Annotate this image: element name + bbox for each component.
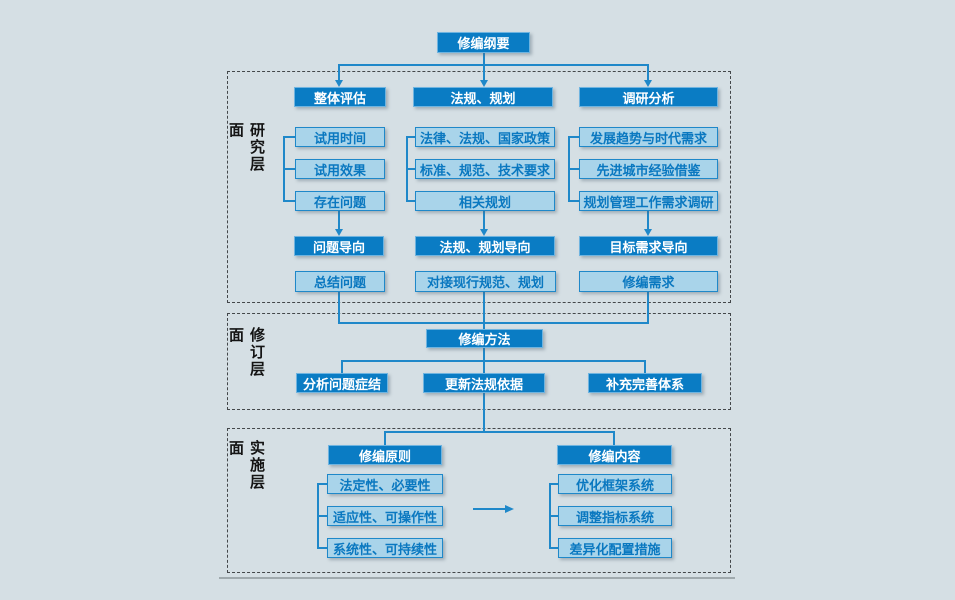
connector-line: [384, 431, 386, 446]
node-revision-method: 修编方法: [426, 329, 543, 348]
node-revision-principles: 修编原则: [328, 445, 442, 465]
node-improve-system: 补充完善体系: [588, 373, 702, 393]
connector-line: [338, 211, 340, 229]
connector-line: [338, 64, 340, 80]
node-regulations-planning: 法规、规划: [413, 87, 553, 107]
node-summarize-problems: 总结问题: [295, 271, 385, 292]
connector-line: [283, 136, 295, 138]
connector-line: [549, 547, 558, 549]
connector-line: [647, 211, 649, 229]
connector-line: [568, 200, 580, 202]
node-optimize-framework: 优化框架系统: [558, 474, 672, 494]
connector-line: [483, 53, 485, 64]
arrow-down-icon: [480, 80, 488, 87]
connector-line: [317, 547, 327, 549]
node-update-legal-basis: 更新法规依据: [423, 373, 545, 393]
connector-line: [613, 431, 615, 446]
section-label-implementation: 实施层面: [227, 440, 266, 491]
connector-line: [647, 64, 649, 80]
connector-line: [406, 168, 416, 170]
node-adjust-indicators: 调整指标系统: [558, 506, 672, 526]
node-laws-policies: 法律、法规、国家政策: [415, 127, 555, 147]
connector-line: [549, 515, 558, 517]
connector-line: [644, 360, 646, 373]
connector-line: [483, 211, 485, 229]
connector-line: [317, 515, 327, 517]
connector-line: [338, 292, 340, 322]
connector-line: [647, 292, 649, 322]
node-city-experience: 先进城市经验借鉴: [579, 159, 718, 179]
arrow-down-icon: [644, 229, 652, 236]
connector-line: [483, 292, 485, 322]
section-revision-level: [227, 313, 731, 410]
connector-line: [483, 360, 485, 373]
connector-line: [317, 483, 327, 485]
arrow-down-icon: [335, 80, 343, 87]
connector-line: [384, 431, 615, 433]
connector-line: [406, 136, 416, 138]
node-regulation-oriented: 法规、规划导向: [415, 236, 555, 256]
connector-line: [483, 393, 485, 431]
connector-line: [283, 200, 295, 202]
node-management-research: 规划管理工作需求调研: [579, 191, 718, 211]
node-differentiated-measures: 差异化配置措施: [558, 538, 672, 558]
node-existing-problems: 存在问题: [295, 191, 385, 211]
connector-line: [568, 168, 580, 170]
node-development-trends: 发展趋势与时代需求: [579, 127, 718, 147]
connector-line: [283, 168, 295, 170]
section-implementation-level: [227, 428, 731, 573]
node-analyze-problems: 分析问题症结: [296, 373, 388, 393]
arrow-right-icon: [505, 505, 514, 513]
arrow-down-icon: [335, 229, 343, 236]
arrow-down-icon: [644, 80, 652, 87]
connector-line: [483, 64, 485, 80]
connector-line: [341, 360, 343, 373]
connector-line: [338, 64, 649, 66]
bottom-shadow-line: [219, 577, 735, 579]
section-label-revision: 修订层面: [227, 327, 266, 378]
node-revision-content: 修编内容: [557, 445, 672, 465]
node-revision-outline: 修编纲要: [437, 32, 530, 53]
node-systematic-sustainable: 系统性、可持续性: [327, 538, 443, 558]
node-standards-requirements: 标准、规范、技术要求: [415, 159, 555, 179]
node-research-analysis: 调研分析: [579, 87, 718, 107]
connector-line: [483, 348, 485, 361]
section-research-level: [227, 71, 731, 303]
node-related-plans: 相关规划: [415, 191, 555, 211]
node-problem-oriented: 问题导向: [294, 236, 384, 256]
connector-line: [406, 200, 416, 202]
section-label-research: 研究层面: [227, 122, 266, 173]
node-align-current-standards: 对接现行规范、规划: [415, 271, 556, 292]
node-legality-necessity: 法定性、必要性: [327, 474, 443, 494]
connector-line: [483, 322, 485, 331]
node-trial-period: 试用时间: [295, 127, 385, 147]
arrow-down-icon: [480, 229, 488, 236]
connector-line: [341, 360, 646, 362]
node-revision-demand: 修编需求: [579, 271, 718, 292]
connector-line: [568, 136, 580, 138]
connector-line: [473, 508, 506, 510]
node-trial-effect: 试用效果: [295, 159, 385, 179]
node-adaptability-operability: 适应性、可操作性: [327, 506, 443, 526]
node-goal-demand-oriented: 目标需求导向: [579, 236, 718, 256]
node-overall-evaluation: 整体评估: [294, 87, 386, 107]
connector-line: [338, 322, 649, 324]
connector-line: [549, 483, 558, 485]
